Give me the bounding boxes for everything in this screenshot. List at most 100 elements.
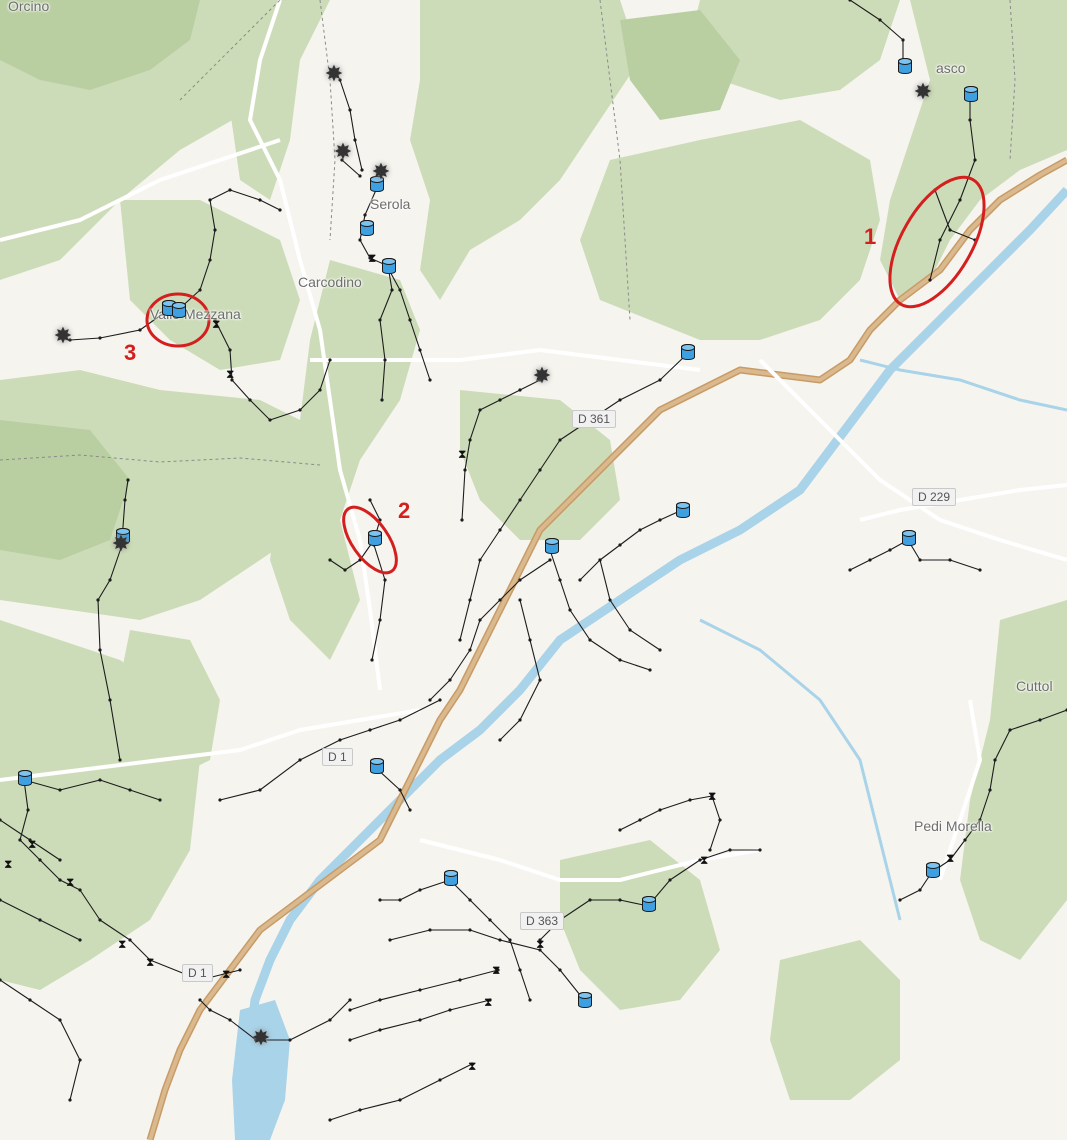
pipe-node[interactable] [378, 898, 382, 902]
pipe-node[interactable] [518, 968, 522, 972]
pipe-segment[interactable] [849, 539, 909, 571]
pipe-node[interactable] [878, 18, 882, 22]
pipe-node[interactable] [128, 938, 132, 942]
pipe-node[interactable] [918, 888, 922, 892]
water-tank-icon[interactable] [369, 757, 384, 774]
pipe-node[interactable] [948, 228, 952, 232]
valve-icon[interactable]: ⧗ [492, 963, 501, 977]
pipe-node[interactable] [498, 528, 502, 532]
water-tank-icon[interactable] [577, 991, 592, 1008]
pipe-node[interactable] [468, 648, 472, 652]
pipe-segment[interactable] [199, 999, 257, 1041]
pipe-node[interactable] [126, 478, 130, 482]
pipe-segment[interactable] [929, 96, 976, 281]
pipe-node[interactable] [388, 938, 392, 942]
water-tank-icon[interactable] [367, 529, 382, 546]
pipe-node[interactable] [458, 978, 462, 982]
valve-icon[interactable]: ⧗ [708, 789, 717, 803]
pipe-node[interactable] [108, 578, 112, 582]
valve-icon[interactable]: ⧗ [700, 853, 709, 867]
pipe-node[interactable] [898, 898, 902, 902]
pipe-node[interactable] [928, 278, 932, 282]
pipe-node[interactable] [398, 788, 402, 792]
pipe-node[interactable] [368, 256, 372, 260]
pipe-segment[interactable] [341, 159, 361, 177]
pipe-node[interactable] [328, 1118, 332, 1122]
pipe-node[interactable] [658, 518, 662, 522]
pipe-node[interactable] [58, 1018, 62, 1022]
pipe-node[interactable] [496, 968, 500, 972]
pipe-node[interactable] [390, 288, 394, 292]
pipe-node[interactable] [728, 848, 732, 852]
pipe-node[interactable] [370, 658, 374, 662]
pipe-node[interactable] [338, 78, 342, 82]
water-source-icon[interactable]: ✸ [324, 62, 344, 87]
pipe-node[interactable] [993, 758, 997, 762]
pipe-node[interactable] [378, 618, 382, 622]
pipe-node[interactable] [398, 898, 402, 902]
pipe-node[interactable] [638, 528, 642, 532]
pipe-node[interactable] [26, 808, 30, 812]
water-source-icon[interactable]: ✸ [111, 532, 131, 557]
water-source-icon[interactable]: ✸ [371, 160, 391, 185]
pipe-node[interactable] [698, 858, 702, 862]
pipe-node[interactable] [518, 388, 522, 392]
water-tank-icon[interactable] [443, 869, 458, 886]
pipe-node[interactable] [158, 798, 162, 802]
pipe-segment[interactable] [256, 999, 351, 1041]
highlight-ellipse-3[interactable] [145, 292, 211, 348]
pipe-node[interactable] [938, 238, 942, 242]
pipe-node[interactable] [658, 808, 662, 812]
pipe-node[interactable] [538, 378, 542, 382]
valve-icon[interactable]: ⧗ [368, 251, 377, 265]
pipe-node[interactable] [360, 168, 364, 172]
pipe-node[interactable] [198, 288, 202, 292]
pipe-node[interactable] [901, 38, 905, 42]
pipe-node[interactable] [710, 794, 714, 798]
valve-icon[interactable]: ⧗ [4, 857, 13, 871]
pipe-node[interactable] [378, 998, 382, 1002]
pipe-node[interactable] [120, 543, 124, 547]
pipe-node[interactable] [448, 1008, 452, 1012]
pipe-node[interactable] [278, 208, 282, 212]
pipe-node[interactable] [628, 628, 632, 632]
pipe-node[interactable] [718, 818, 722, 822]
pipe-node[interactable] [888, 548, 892, 552]
valve-icon[interactable]: ⧗ [468, 1059, 477, 1073]
pipe-segment[interactable] [214, 319, 331, 421]
pipe-node[interactable] [618, 543, 622, 547]
pipe-node[interactable] [213, 228, 217, 232]
pipe-node[interactable] [848, 0, 852, 2]
pipe-node[interactable] [598, 558, 602, 562]
pipe-node[interactable] [208, 1008, 212, 1012]
pipe-node[interactable] [0, 978, 2, 982]
pipe-node[interactable] [358, 174, 362, 178]
water-tank-icon[interactable] [115, 527, 130, 544]
pipe-node[interactable] [418, 888, 422, 892]
pipe-node[interactable] [638, 818, 642, 822]
pipe-node[interactable] [518, 498, 522, 502]
pipe-node[interactable] [688, 798, 692, 802]
pipe-node[interactable] [468, 438, 472, 442]
pipe-node[interactable] [363, 213, 367, 217]
pipe-node[interactable] [460, 518, 464, 522]
pipe-node[interactable] [478, 618, 482, 622]
water-tank-icon[interactable] [963, 85, 978, 102]
pipe-node[interactable] [353, 138, 357, 142]
pipe-node[interactable] [98, 648, 102, 652]
pipe-node[interactable] [488, 918, 492, 922]
pipe-node[interactable] [538, 938, 542, 942]
water-tank-icon[interactable] [897, 57, 912, 74]
pipe-node[interactable] [538, 948, 542, 952]
pipe-node[interactable] [383, 578, 387, 582]
pipe-node[interactable] [68, 1098, 72, 1102]
pipe-node[interactable] [123, 498, 127, 502]
pipe-node[interactable] [298, 408, 302, 412]
pipe-node[interactable] [463, 468, 467, 472]
pipe-node[interactable] [968, 118, 972, 122]
pipe-node[interactable] [138, 328, 142, 332]
pipe-node[interactable] [438, 698, 442, 702]
water-source-icon[interactable]: ✸ [251, 1026, 271, 1051]
pipe-node[interactable] [488, 998, 492, 1002]
pipe-node[interactable] [228, 188, 232, 192]
